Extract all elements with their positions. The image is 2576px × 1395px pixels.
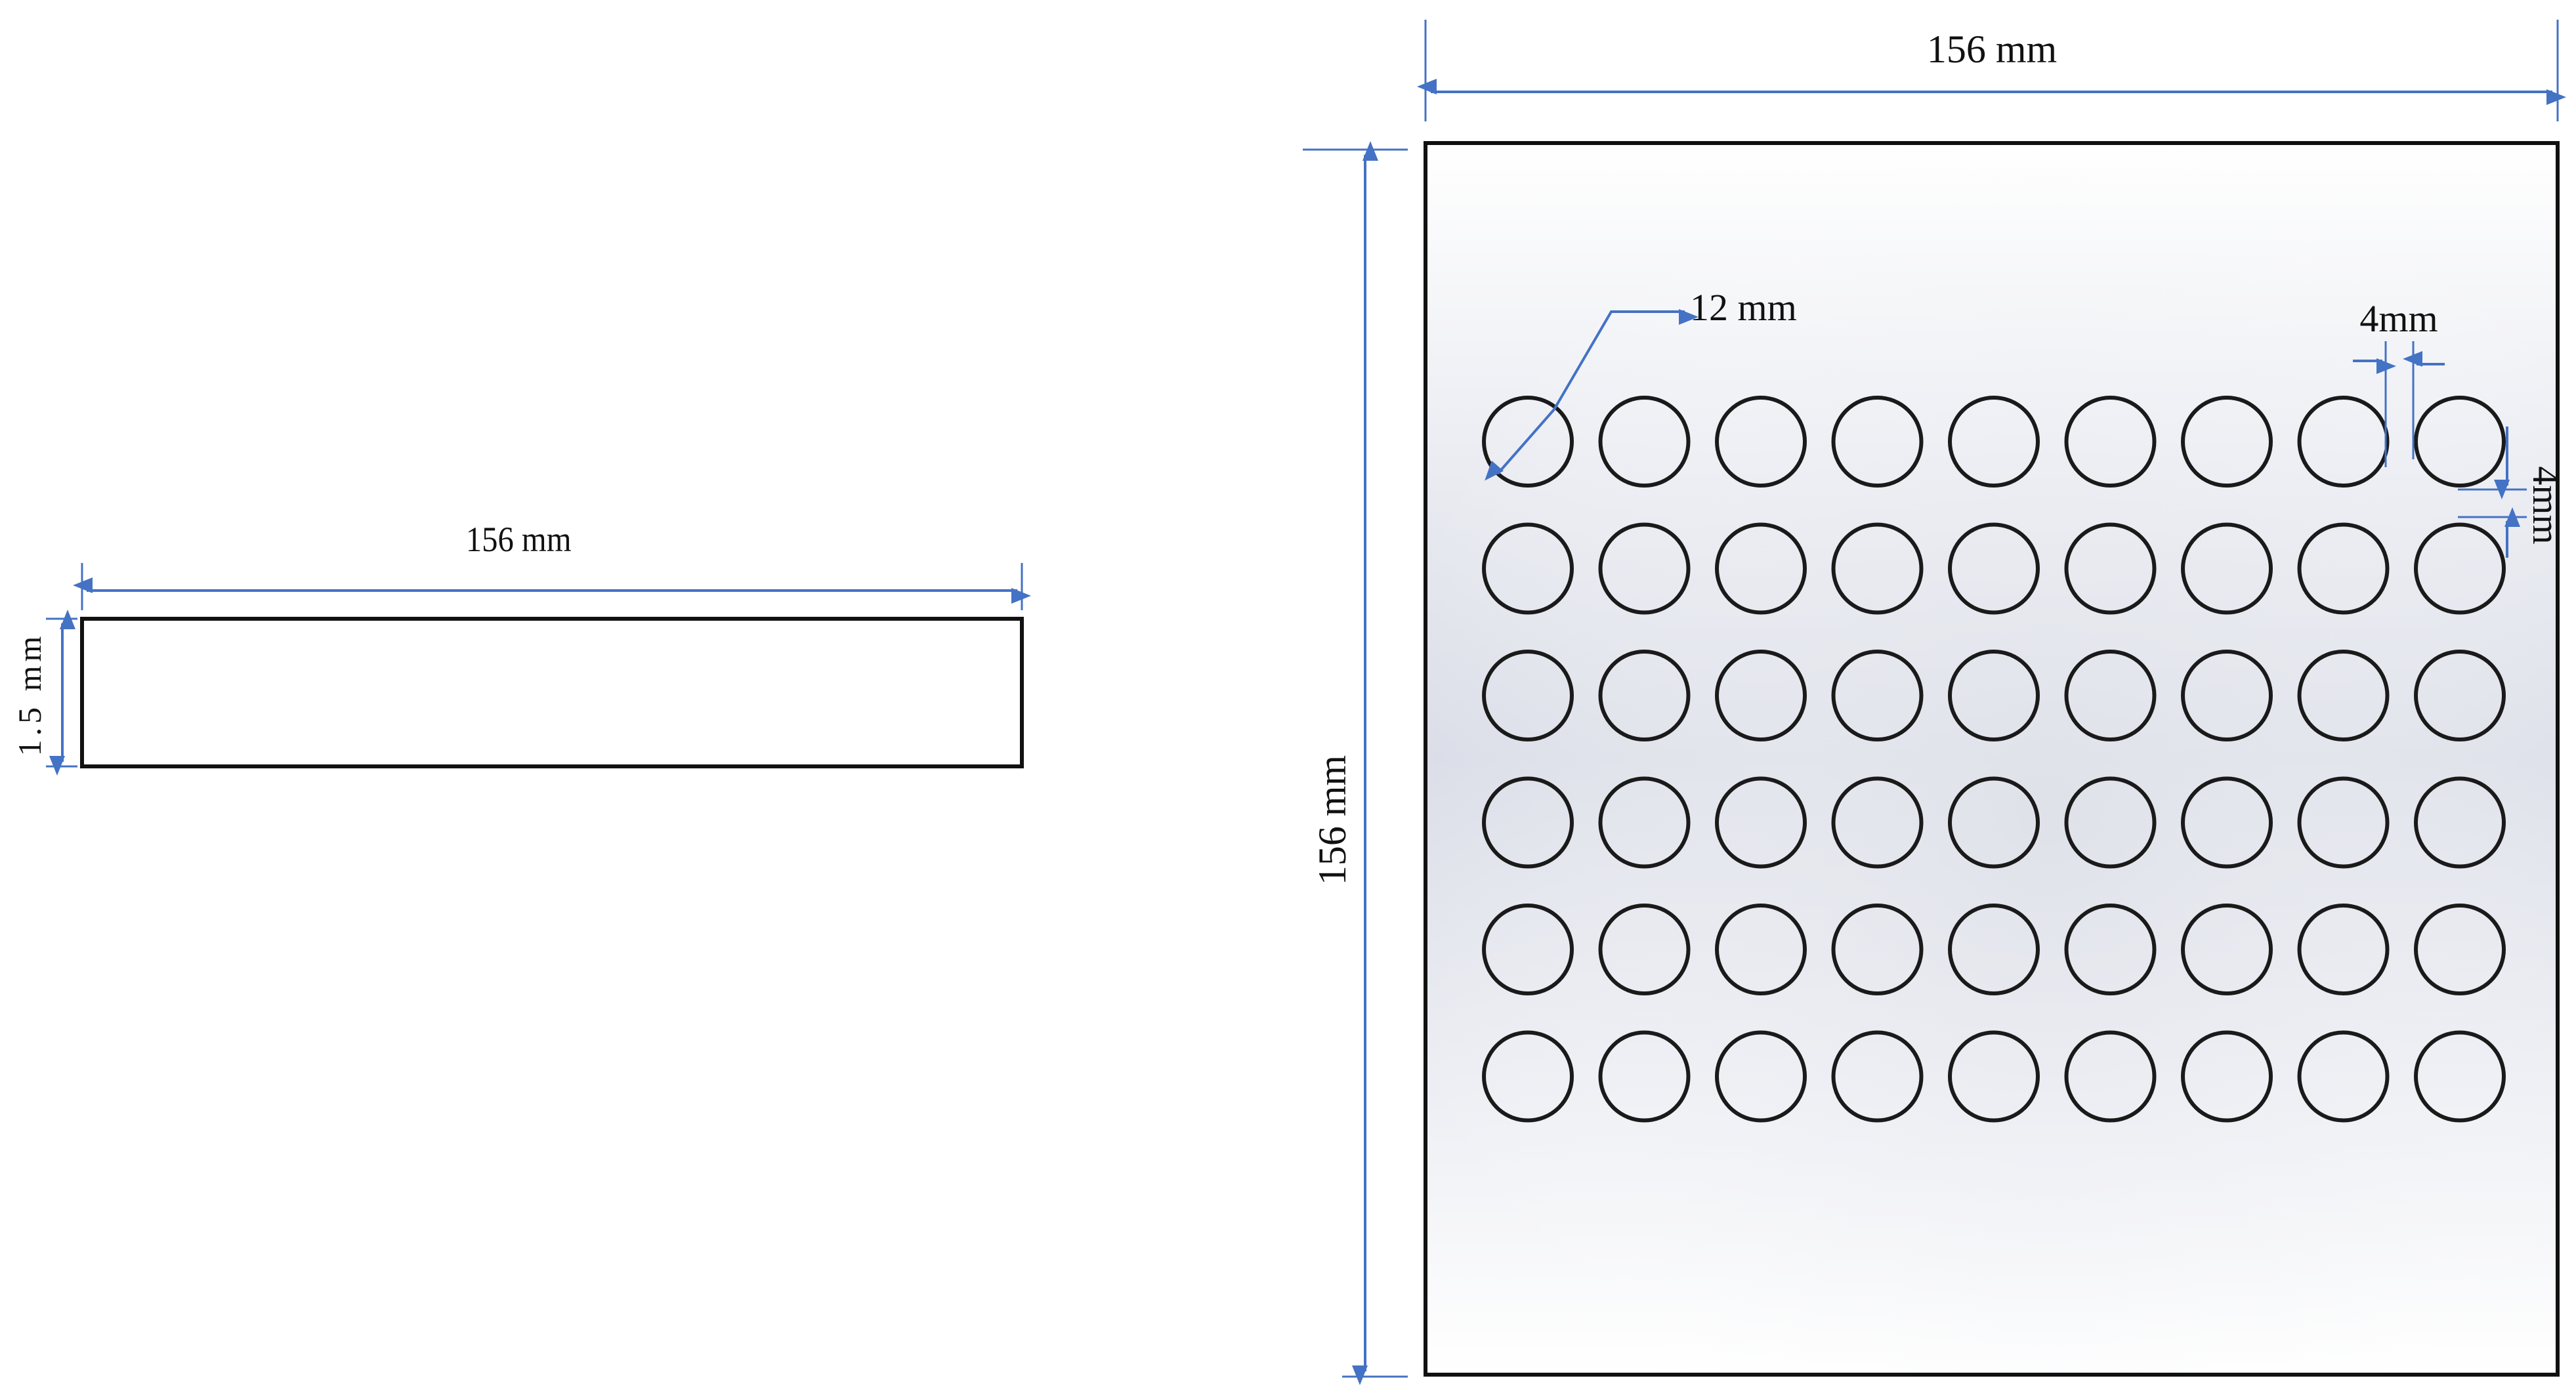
hole-1-2: [1598, 396, 1691, 488]
hole-1-5: [1948, 396, 2040, 488]
hole-5-1: [1482, 904, 1574, 995]
hole-4-2: [1598, 776, 1691, 869]
hole-3-8: [2297, 650, 2390, 741]
hole-1-1: [1482, 396, 1574, 488]
top-view: 156 mm 156 mm 12 mm 4mm 4mm: [1303, 20, 2567, 1385]
hole-5-6: [2064, 904, 2157, 995]
hole-4-3: [1715, 776, 1807, 869]
hole-5-5: [1948, 904, 2040, 995]
hole-2-5: [1948, 522, 2040, 615]
hole-2-3: [1715, 522, 1807, 615]
side-view-width-label: 156 mm: [466, 520, 572, 560]
hole-1-7: [2181, 396, 2273, 488]
hole-1-6: [2064, 396, 2157, 488]
hole-4-7: [2181, 776, 2273, 869]
hole-1-8: [2297, 396, 2390, 488]
hole-2-8: [2297, 522, 2390, 615]
side-view-plate-outline: [80, 617, 1024, 768]
hole-6-3: [1715, 1030, 1807, 1123]
hole-3-7: [2181, 650, 2273, 741]
row-spacing-label: 4mm: [2525, 466, 2567, 544]
hole-5-4: [1831, 904, 1924, 995]
hole-5-9: [2414, 904, 2506, 995]
hole-6-7: [2181, 1030, 2273, 1123]
side-view: 156 mm 1.5 mm: [11, 520, 1031, 776]
hole-5-3: [1715, 904, 1807, 995]
hole-3-1: [1482, 650, 1574, 741]
top-view-plate-shading: [1427, 145, 2556, 1373]
hole-3-2: [1598, 650, 1691, 741]
hole-6-9: [2414, 1030, 2506, 1123]
hole-spacing-label: 4mm: [2359, 297, 2438, 340]
hole-5-7: [2181, 904, 2273, 995]
hole-3-5: [1948, 650, 2040, 741]
top-view-width-label: 156 mm: [1927, 28, 2057, 71]
hole-grid: [1482, 396, 2506, 1123]
hole-3-3: [1715, 650, 1807, 741]
hole-5-8: [2297, 904, 2390, 995]
hole-diameter-label: 12 mm: [1690, 286, 1797, 329]
hole-4-1: [1482, 776, 1574, 869]
hole-2-6: [2064, 522, 2157, 615]
hole-6-2: [1598, 1030, 1691, 1123]
hole-diameter-dimension-line: [1485, 408, 1555, 481]
hole-1-9: [2414, 396, 2506, 488]
hole-1-3: [1715, 396, 1807, 488]
hole-diameter-leader-line: [1553, 309, 1699, 411]
hole-6-1: [1482, 1030, 1574, 1123]
hole-2-7: [2181, 522, 2273, 615]
hole-2-1: [1482, 522, 1574, 615]
hole-2-4: [1831, 522, 1924, 615]
hole-4-8: [2297, 776, 2390, 869]
hole-1-4: [1831, 396, 1924, 488]
hole-6-6: [2064, 1030, 2157, 1123]
side-view-thickness-label: 1.5 mm: [11, 633, 48, 757]
hole-4-9: [2414, 776, 2506, 869]
hole-3-4: [1831, 650, 1924, 741]
hole-5-2: [1598, 904, 1691, 995]
hole-6-8: [2297, 1030, 2390, 1123]
hole-6-4: [1831, 1030, 1924, 1123]
hole-3-6: [2064, 650, 2157, 741]
hole-4-5: [1948, 776, 2040, 869]
top-view-height-label: 156 mm: [1311, 755, 1354, 885]
hole-2-2: [1598, 522, 1691, 615]
hole-4-6: [2064, 776, 2157, 869]
hole-2-9: [2414, 522, 2506, 615]
hole-3-9: [2414, 650, 2506, 741]
hole-4-4: [1831, 776, 1924, 869]
hole-6-5: [1948, 1030, 2040, 1123]
